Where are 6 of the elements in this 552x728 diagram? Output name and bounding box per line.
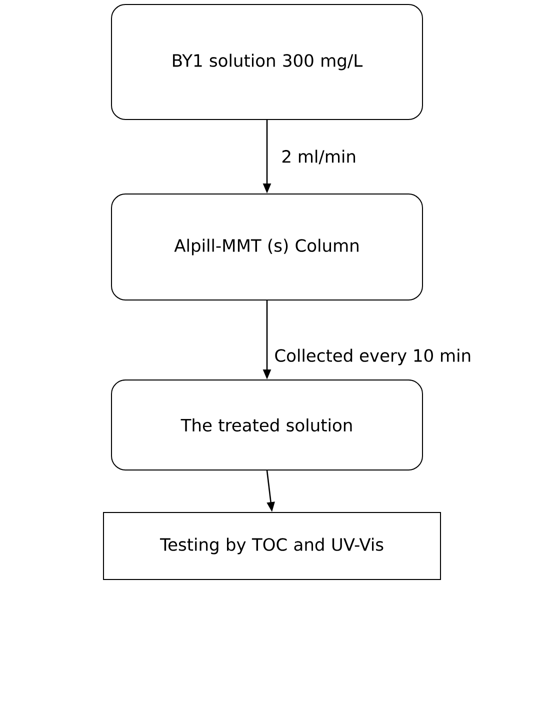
edge-label: Collected every 10 min [273,348,473,366]
process-box: Alpill-MMT (s) Column [111,194,423,300]
process-box: BY1 solution 300 mg/L [111,4,423,120]
result-box: Testing by TOC and UV-Vis [103,512,441,580]
edge-label: 2 ml/min [280,148,358,166]
process-box: The treated solution [111,380,423,470]
